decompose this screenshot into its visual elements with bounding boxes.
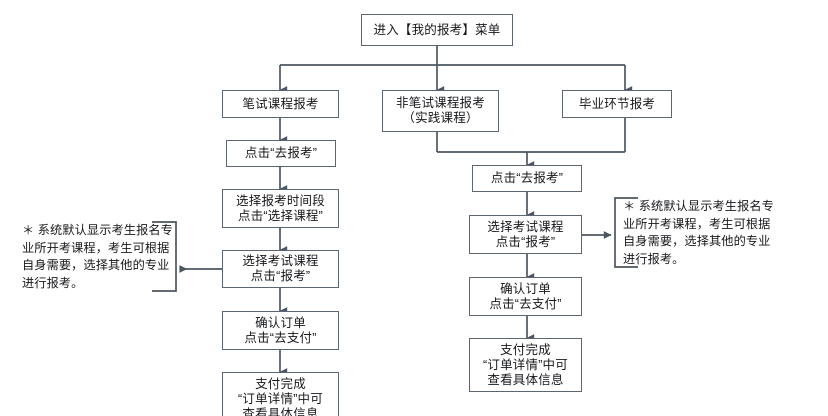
node-right-step4-line3: 查看具体信息 — [487, 372, 564, 387]
note-left-line4: 进行报考。 — [22, 275, 84, 290]
node-start[interactable]: 进入【我的报考】菜单 — [361, 14, 513, 46]
node-branch-graduation-line1: 毕业环节报考 — [578, 96, 656, 111]
node-right-step2-line1: 选择考试课程 — [487, 219, 564, 234]
note-left-line2: 业所开考课程，考生可根据 — [22, 240, 170, 255]
node-right-step2-line2: 点击“报考” — [495, 234, 556, 249]
note-left-line3: 自身需要，选择其他的专业 — [22, 258, 170, 272]
node-left-step4-line1: 确认订单 — [255, 315, 306, 330]
node-right-step4[interactable]: 支付完成 “订单详情”中可 查看具体信息 — [469, 338, 582, 392]
note-right-line2: 业所开考课程，考生可根据 — [623, 216, 771, 231]
node-left-step5-line1: 支付完成 — [255, 376, 306, 391]
node-left-step3-line1: 选择考试课程 — [242, 254, 319, 268]
node-left-step5-line2: “订单详情”中可 — [238, 391, 323, 406]
node-left-step3[interactable]: 选择考试课程 点击“报考” — [222, 250, 339, 288]
note-left-line1: ＊ 系统默认显示考生报名专 — [22, 223, 173, 237]
node-left-step5-line3: 查看具体信息 — [242, 406, 319, 416]
node-right-step1-line1: 点击“去报考” — [490, 171, 564, 185]
note-right-line1: ＊ 系统默认显示考生报名专 — [623, 199, 774, 213]
node-right-step3-line1: 确认订单 — [500, 281, 551, 296]
note-left: ＊ 系统默认显示考生报名专 业所开考课程，考生可根据 自身需要，选择其他的专业 … — [22, 222, 174, 292]
node-start-line1: 进入【我的报考】菜单 — [373, 22, 501, 37]
node-left-step2-line1: 选择报考时间段 — [236, 193, 325, 208]
node-branch-nonwritten-line1: 非笔试课程报考 — [396, 96, 485, 110]
node-left-step1-line1: 点击“去报考” — [244, 146, 318, 160]
node-right-step3[interactable]: 确认订单 点击“去支付” — [469, 277, 582, 316]
note-right: ＊ 系统默认显示考生报名专 业所开考课程，考生可根据 自身需要，选择其他的专业 … — [623, 198, 783, 268]
node-left-step5[interactable]: 支付完成 “订单详情”中可 查看具体信息 — [222, 372, 339, 416]
node-left-step3-line2: 点击“报考” — [250, 269, 311, 283]
node-right-step4-line1: 支付完成 — [500, 342, 551, 357]
node-branch-graduation[interactable]: 毕业环节报考 — [562, 90, 672, 118]
node-left-step4[interactable]: 确认订单 点击“去支付” — [222, 311, 339, 350]
node-left-step1[interactable]: 点击“去报考” — [226, 140, 336, 167]
node-left-step2[interactable]: 选择报考时间段 点击“选择课程” — [222, 189, 339, 228]
node-right-step4-line2: “订单详情”中可 — [483, 357, 568, 372]
node-branch-written[interactable]: 笔试课程报考 — [222, 90, 339, 118]
node-branch-written-line1: 笔试课程报考 — [242, 96, 319, 111]
node-left-step4-line2: 点击“去支付” — [244, 330, 317, 345]
node-right-step2[interactable]: 选择考试课程 点击“报考” — [469, 215, 582, 254]
note-right-line4: 进行报考。 — [623, 251, 685, 266]
node-left-step2-line2: 点击“选择课程” — [238, 208, 323, 223]
note-right-line3: 自身需要，选择其他的专业 — [623, 234, 771, 248]
node-right-step3-line2: 点击“去支付” — [489, 296, 562, 311]
node-right-step1[interactable]: 点击“去报考” — [472, 165, 582, 192]
node-branch-nonwritten[interactable]: 非笔试课程报考 （实践课程） — [382, 90, 499, 132]
node-branch-nonwritten-line2: （实践课程） — [402, 111, 479, 125]
